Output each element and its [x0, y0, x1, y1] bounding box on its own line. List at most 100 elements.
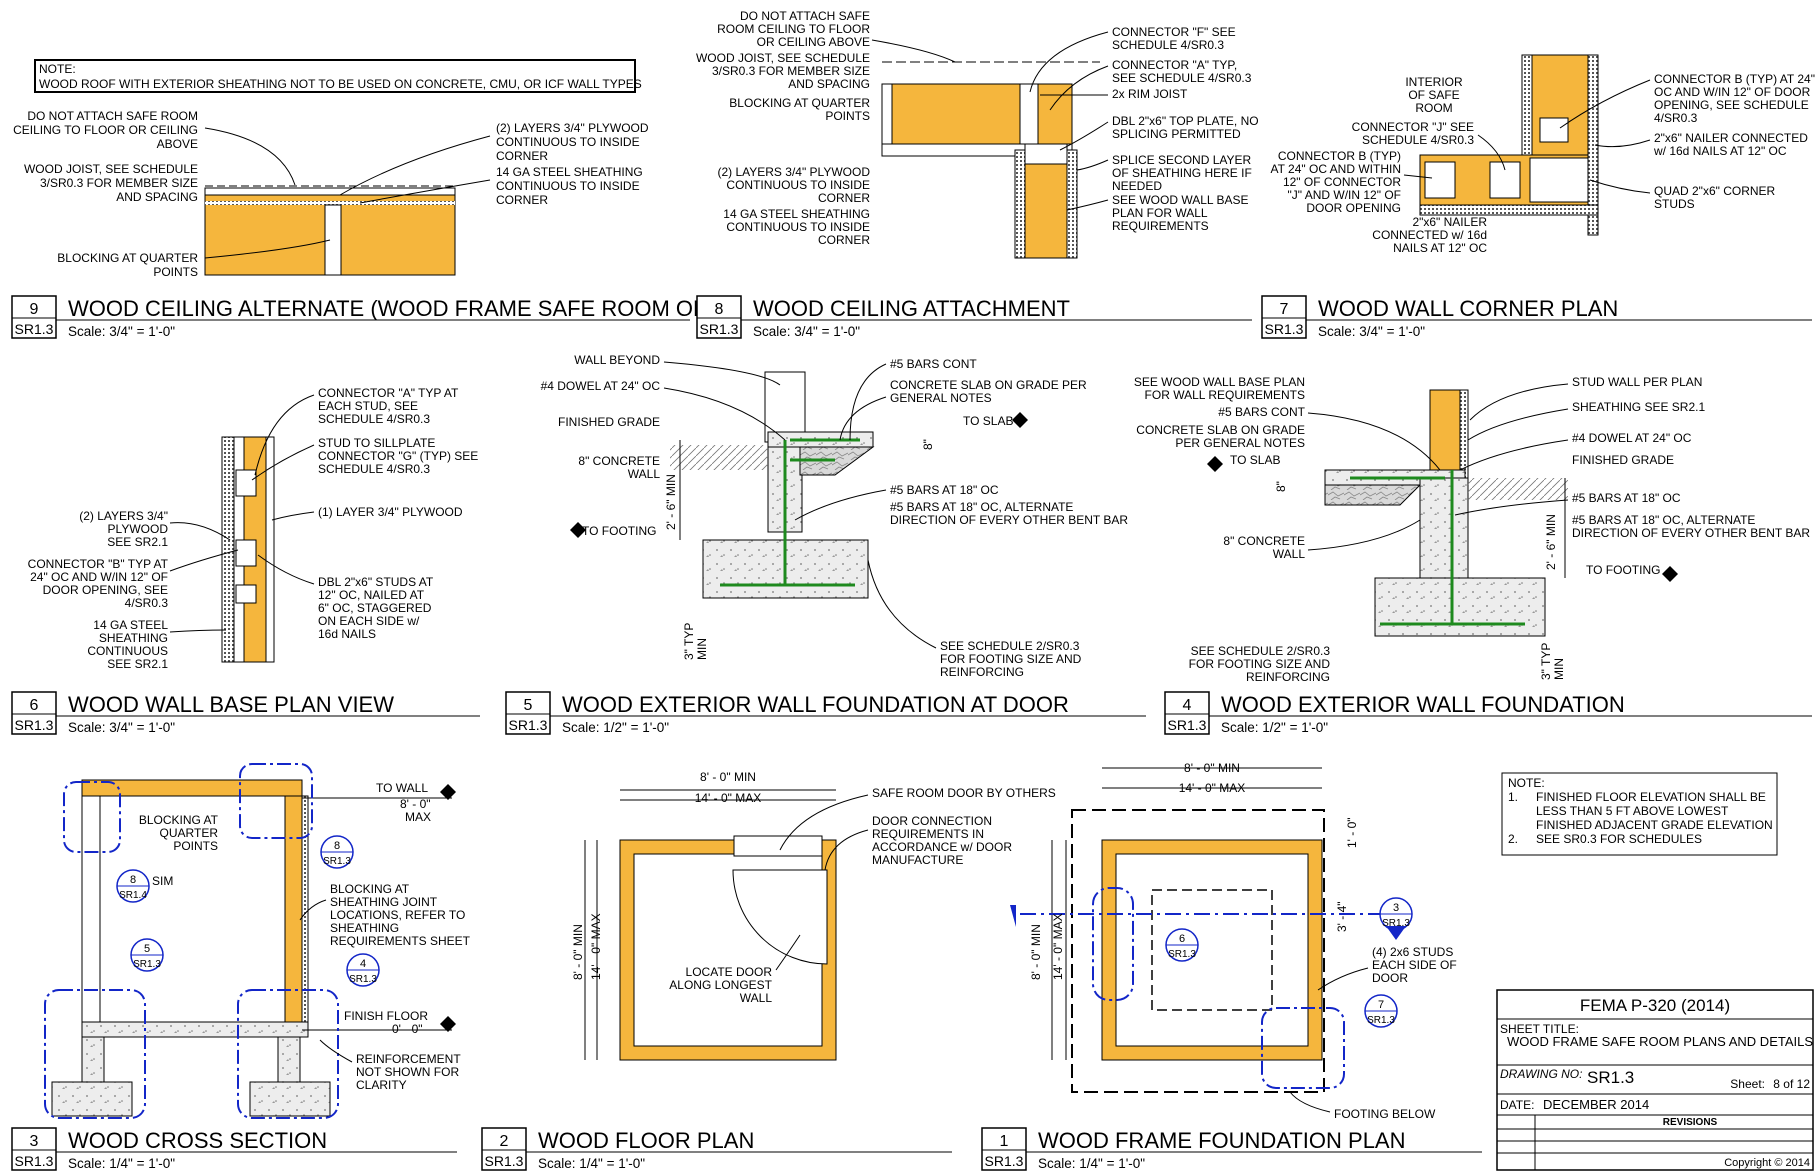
- d8-label: 14 GA STEEL SHEATHING: [723, 207, 870, 221]
- d4-label: MIN: [1552, 658, 1566, 680]
- d7-label: CONNECTOR B (TYP): [1278, 149, 1401, 163]
- d9-label: POINTS: [153, 265, 198, 279]
- d4-label: #5 BARS AT 18" OC, ALTERNATE: [1572, 513, 1755, 527]
- detail-scale: Scale: 1/4" = 1'-0": [538, 1156, 645, 1171]
- d3-label: SHEATHING JOINT: [330, 895, 438, 909]
- d4-label: FINISHED GRADE: [1572, 453, 1674, 467]
- d4-label: TO FOOTING: [1586, 563, 1660, 577]
- d9-label: 3/SR0.3 FOR MEMBER SIZE: [40, 176, 198, 190]
- d5-label: #5 BARS AT 18" OC: [890, 483, 999, 497]
- d5-label: #5 BARS CONT: [890, 357, 977, 371]
- detail-scale: Scale: 3/4" = 1'-0": [68, 720, 175, 735]
- d4-label: SEE SCHEDULE 2/SR0.3: [1191, 644, 1331, 658]
- to-footing-marker: [1662, 566, 1678, 582]
- d3-label: 0' - 0": [392, 1022, 423, 1036]
- note-box-9-header: NOTE:: [39, 62, 76, 76]
- callout-bubble[interactable]: 6 SR1.3: [1165, 928, 1199, 962]
- detail-4-exterior-wall-foundation: SEE WOOD WALL BASE PLAN FOR WALL REQUIRE…: [1134, 375, 1811, 684]
- callout-number: 8: [334, 840, 340, 852]
- callout-bubble[interactable]: 5 SR1.3: [130, 938, 164, 972]
- d8-label: CONNECTOR "F" SEE: [1112, 25, 1236, 39]
- d8-label: SCHEDULE 4/SR0.3: [1112, 38, 1224, 52]
- d7-label: OF SAFE: [1408, 88, 1459, 102]
- d4-label: WALL: [1273, 547, 1306, 561]
- blocking: [324, 204, 342, 276]
- detail-number: 1: [1000, 1133, 1009, 1150]
- sheet-title: WOOD FRAME SAFE ROOM PLANS AND DETAILS: [1507, 1034, 1813, 1049]
- d8-label: 2x RIM JOIST: [1112, 87, 1188, 101]
- d9-label: BLOCKING AT QUARTER: [57, 251, 198, 265]
- publication-title: FEMA P-320 (2014): [1580, 996, 1730, 1015]
- d9-label: CONTINUOUS TO INSIDE: [496, 135, 640, 149]
- callout-bubble[interactable]: 4 SR1.3: [346, 953, 380, 987]
- callout-sheet: SR1.4: [119, 890, 147, 901]
- d3-label: MAX: [405, 810, 431, 824]
- d1-label: EACH SIDE OF: [1372, 958, 1457, 972]
- d9-label: CEILING TO FLOOR OR CEILING: [13, 123, 198, 137]
- d4-label: FOR FOOTING SIZE AND: [1189, 657, 1331, 671]
- d2-label: LOCATE DOOR: [686, 965, 773, 979]
- d4-label: DIRECTION OF EVERY OTHER BENT BAR: [1572, 526, 1810, 540]
- detail-sheet-ref: SR1.3: [509, 717, 548, 733]
- detail-scale: Scale: 1/4" = 1'-0": [68, 1156, 175, 1171]
- d5-label: FINISHED GRADE: [558, 415, 660, 429]
- d9-label: WOOD JOIST, SEE SCHEDULE: [24, 162, 198, 176]
- d8-label: CONTINUOUS TO INSIDE: [726, 220, 870, 234]
- callout-bubble[interactable]: 3 SR1.3: [1379, 897, 1413, 940]
- d4-label: SEE WOOD WALL BASE PLAN: [1134, 375, 1305, 389]
- detail-title: WOOD CROSS SECTION: [68, 1128, 327, 1153]
- d8-label: PLAN FOR WALL: [1112, 206, 1208, 220]
- d6-label: SCHEDULE 4/SR0.3: [318, 462, 430, 476]
- callout-bubble[interactable]: 8 SR1.4: [116, 869, 150, 903]
- d5-label: TO SLAB: [963, 414, 1013, 428]
- d8-label: DO NOT ATTACH SAFE: [740, 9, 870, 23]
- d5-label: 8": [921, 439, 935, 450]
- d6-label: DBL 2"x6" STUDS AT: [318, 575, 434, 589]
- d8-label: NEEDED: [1112, 179, 1162, 193]
- d5-label: #5 BARS AT 18" OC, ALTERNATE: [890, 500, 1073, 514]
- d5-label: CONCRETE SLAB ON GRADE PER: [890, 378, 1087, 392]
- d2-label: 8' - 0" MIN: [700, 770, 756, 784]
- detail-9-wood-ceiling-alternate: NOTE: WOOD ROOF WITH EXTERIOR SHEATHING …: [13, 59, 649, 279]
- d3-label: LOCATIONS, REFER TO: [330, 908, 465, 922]
- concrete-wall: [1419, 477, 1469, 579]
- detail-7-wood-wall-corner-plan: INTERIOR OF SAFE ROOM CONNECTOR "J" SEE …: [1271, 54, 1815, 255]
- detail-title: WOOD FLOOR PLAN: [538, 1128, 754, 1153]
- d6-label: DOOR OPENING, SEE: [43, 583, 168, 597]
- door-swing: [732, 869, 828, 965]
- callout-bubble[interactable]: 8 SR1.3: [320, 835, 354, 869]
- d8-label: CONNECTOR "A" TYP,: [1112, 58, 1237, 72]
- d6-label: STUD TO SILLPLATE: [318, 436, 435, 450]
- rim-joist: [1019, 83, 1039, 145]
- d2-label: MANUFACTURE: [872, 853, 963, 867]
- d7-label: "J" AND W/IN 12" OF: [1288, 188, 1401, 202]
- rebar: [1350, 470, 1525, 626]
- d5-label: WALL BEYOND: [574, 353, 660, 367]
- callout-clouds: [1092, 887, 1345, 1089]
- to-wall-marker: [440, 784, 456, 800]
- d7-label: 12" OF CONNECTOR: [1283, 175, 1401, 189]
- d6-label: 6" OC, STAGGERED: [318, 601, 432, 615]
- general-note-box: NOTE: 1. FINISHED FLOOR ELEVATION SHALL …: [1501, 772, 1778, 856]
- detail-number: 3: [30, 1133, 39, 1150]
- d7-label: INTERIOR: [1405, 75, 1463, 89]
- d8-label: CORNER: [818, 233, 870, 247]
- d1-label: 14' - 0" MAX: [1051, 913, 1065, 980]
- detail-scale: Scale: 3/4" = 1'-0": [68, 324, 175, 339]
- detail-8-wood-ceiling-attachment: DO NOT ATTACH SAFE ROOM CEILING TO FLOOR…: [696, 9, 1259, 259]
- d8-label: CONTINUOUS TO INSIDE: [726, 178, 870, 192]
- d5-label: #4 DOWEL AT 24" OC: [541, 379, 661, 393]
- d9-label: (2) LAYERS 3/4" PLYWOOD: [496, 121, 649, 135]
- callout-sheet: SR1.3: [323, 856, 351, 867]
- d6-label: CONNECTOR "B" TYP AT: [28, 557, 169, 571]
- callout-number: 6: [1179, 933, 1185, 945]
- d4-label: #5 BARS AT 18" OC: [1572, 491, 1681, 505]
- d6-label: SHEATHING: [99, 631, 168, 645]
- callout-bubble[interactable]: 7 SR1.3: [1364, 994, 1398, 1028]
- d2-label: 8' - 0" MIN: [571, 924, 585, 980]
- d6-label: CONTINUOUS: [87, 644, 168, 658]
